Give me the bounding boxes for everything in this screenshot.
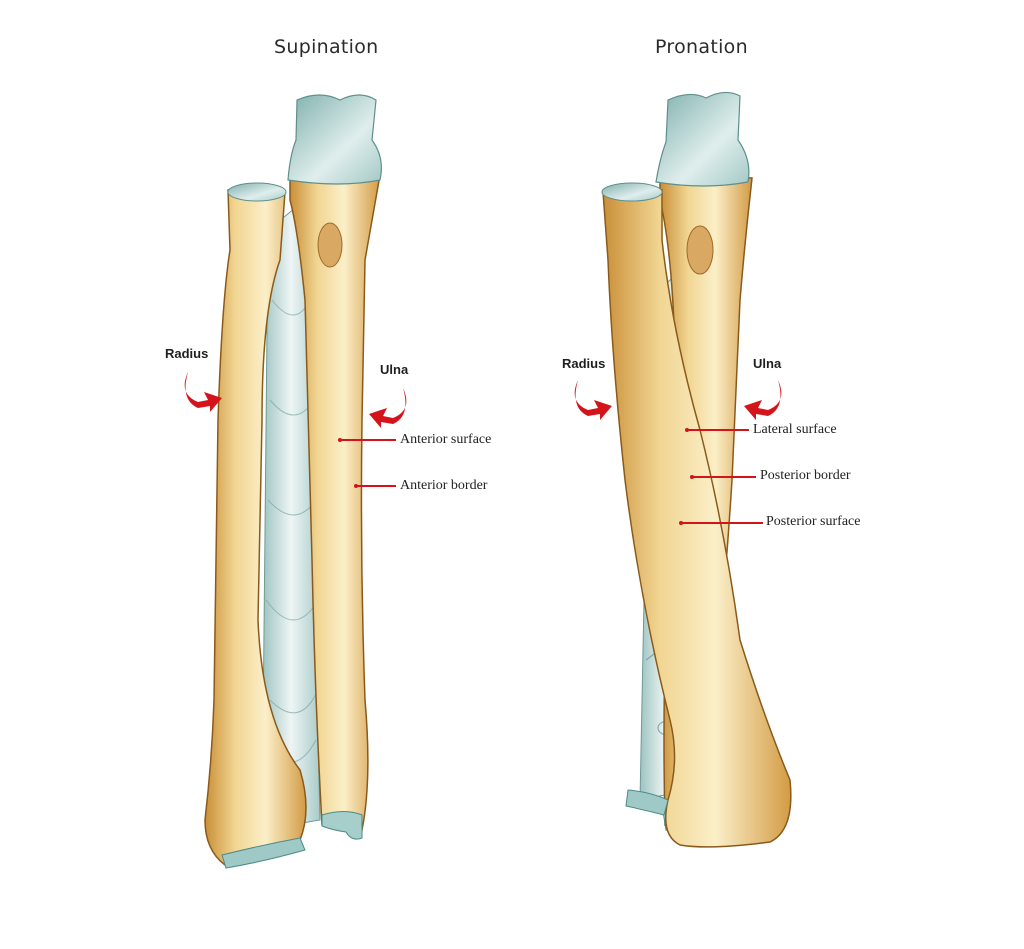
supination-bones (204, 94, 382, 869)
pronation-bones (601, 91, 792, 848)
label-lateral-surface: Lateral surface (753, 422, 837, 437)
panel-title-pronation: Pronation (655, 36, 748, 58)
leader-line (692, 476, 756, 478)
label-posterior-surface: Posterior surface (766, 514, 861, 529)
rotation-arrow-icon (369, 388, 407, 428)
label-anterior-surface: Anterior surface (400, 432, 492, 447)
leader-line (687, 429, 749, 431)
ulna-label-supination: Ulna (380, 362, 409, 377)
panel-title-supination: Supination (274, 36, 379, 58)
leader-line (340, 439, 396, 441)
radius-label-pronation: Radius (562, 356, 606, 371)
leader-line (681, 522, 763, 524)
leader-line (356, 485, 396, 487)
ulna-label-pronation: Ulna (753, 356, 782, 371)
rotation-arrow-icon (744, 380, 782, 420)
label-posterior-border: Posterior border (760, 468, 851, 483)
rotation-arrow-icon (184, 372, 222, 412)
radius-label-supination: Radius (165, 346, 209, 361)
label-anterior-border: Anterior border (400, 478, 488, 493)
rotation-arrow-icon (574, 380, 612, 420)
